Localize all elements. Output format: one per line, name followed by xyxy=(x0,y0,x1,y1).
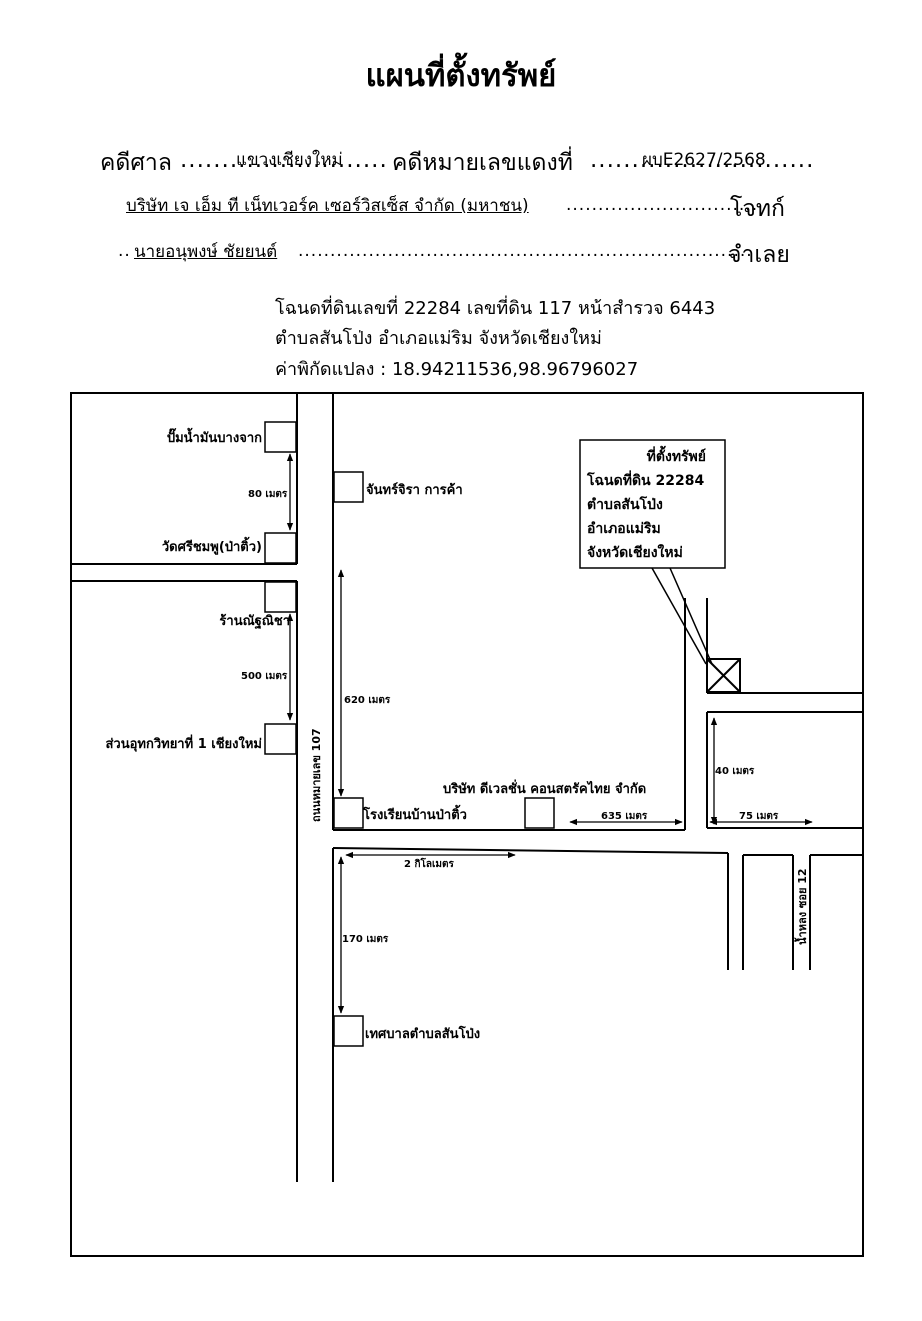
school-marker xyxy=(333,797,364,829)
callout-line: อำเภอแม่ริม xyxy=(587,521,661,537)
park-marker xyxy=(264,723,297,755)
dotted-leader: .............................. xyxy=(566,195,759,215)
distance-label: 635 เมตร xyxy=(601,811,648,822)
company-label: บริษัท ดีเวลชั่น คอนสตรัคไทย จำกัด xyxy=(443,779,646,797)
dotted-leader: ........................... xyxy=(590,147,815,173)
company-marker xyxy=(524,797,555,829)
case-number-label: คดีหมายเลขแดงที่ xyxy=(392,150,573,176)
school-label: โรงเรียนบ้านป่าติ้ว xyxy=(362,804,467,823)
deed-info: โฉนดที่ดินเลขที่ 22284 เลขที่ดิน 117 หน้… xyxy=(275,298,716,319)
temple-label: วัดศรีชมพู(ป่าติ้ว) xyxy=(162,536,262,555)
distance-label: 2 กิโลเมตร xyxy=(404,857,454,870)
map-frame xyxy=(70,392,864,1257)
defendant-label: จำเลย xyxy=(728,242,790,268)
callout-line: ที่ตั้งทรัพย์ xyxy=(647,445,706,465)
store-label: จันทร์จิรา การค้า xyxy=(366,482,463,498)
soi-road-label: น้ำหลง ซอย 12 xyxy=(794,868,809,945)
callout-line: ตำบลสันโป่ง xyxy=(587,495,663,513)
municipality-label: เทศบาลตำบลสันโป่ง xyxy=(365,1025,480,1042)
shop-marker xyxy=(264,581,297,613)
callout-line: จังหวัดเชียงใหม่ xyxy=(587,543,683,561)
location-info: ตำบลสันโป่ง อำเภอแม่ริม จังหวัดเชียงใหม่ xyxy=(275,328,602,349)
temple-marker xyxy=(264,532,297,564)
court-value: แขวงเชียงใหม่ xyxy=(236,150,343,170)
property-marker xyxy=(706,658,741,693)
page-title: แผนที่ตั้งทรัพย์ xyxy=(365,58,557,94)
dotted-leader: ........................................… xyxy=(298,241,753,261)
main-road-label: ถนนหมายเลข 107 xyxy=(310,728,323,822)
park-label: ส่วนอุทกวิทยาที่ 1 เชียงใหม่ xyxy=(105,734,262,752)
property-callout: ที่ตั้งทรัพย์ โฉนดที่ดิน 22284 ตำบลสันโป… xyxy=(579,439,726,665)
distance-label: 80 เมตร xyxy=(248,489,288,500)
plaintiff-label: โจทก์ xyxy=(730,196,785,222)
shop-label: ร้านณัฐณิชา xyxy=(219,613,290,630)
dotted-leader: .. xyxy=(118,241,131,261)
distance-label: 40 เมตร xyxy=(715,766,755,777)
distance-label: 500 เมตร xyxy=(241,671,288,682)
road-lines xyxy=(71,393,863,1182)
court-label: คดีศาล xyxy=(100,150,172,176)
coordinates-info: ค่าพิกัดแปลง : 18.94211536,98.96796027 xyxy=(275,359,639,380)
gas-station-label: ปั๊มน้ำมันบางจาก xyxy=(167,427,262,446)
plaintiff-value: บริษัท เจ เอ็ม ที เน็ทเวอร์ค เซอร์วิสเซ็… xyxy=(126,196,529,216)
defendant-value: นายอนุพงษ์ ชัยยนต์ xyxy=(134,242,278,262)
distance-label: 620 เมตร xyxy=(344,695,391,706)
callout-line: โฉนดที่ดิน 22284 xyxy=(586,470,704,489)
municipality-marker xyxy=(333,1015,364,1047)
gas-station-marker xyxy=(264,421,297,453)
store-marker xyxy=(333,471,364,503)
dotted-leader: ......................... xyxy=(180,147,388,173)
distance-label: 75 เมตร xyxy=(739,811,779,822)
case-number-value: ผบE2627/2568 xyxy=(642,150,766,170)
distance-label: 170 เมตร xyxy=(342,934,389,945)
